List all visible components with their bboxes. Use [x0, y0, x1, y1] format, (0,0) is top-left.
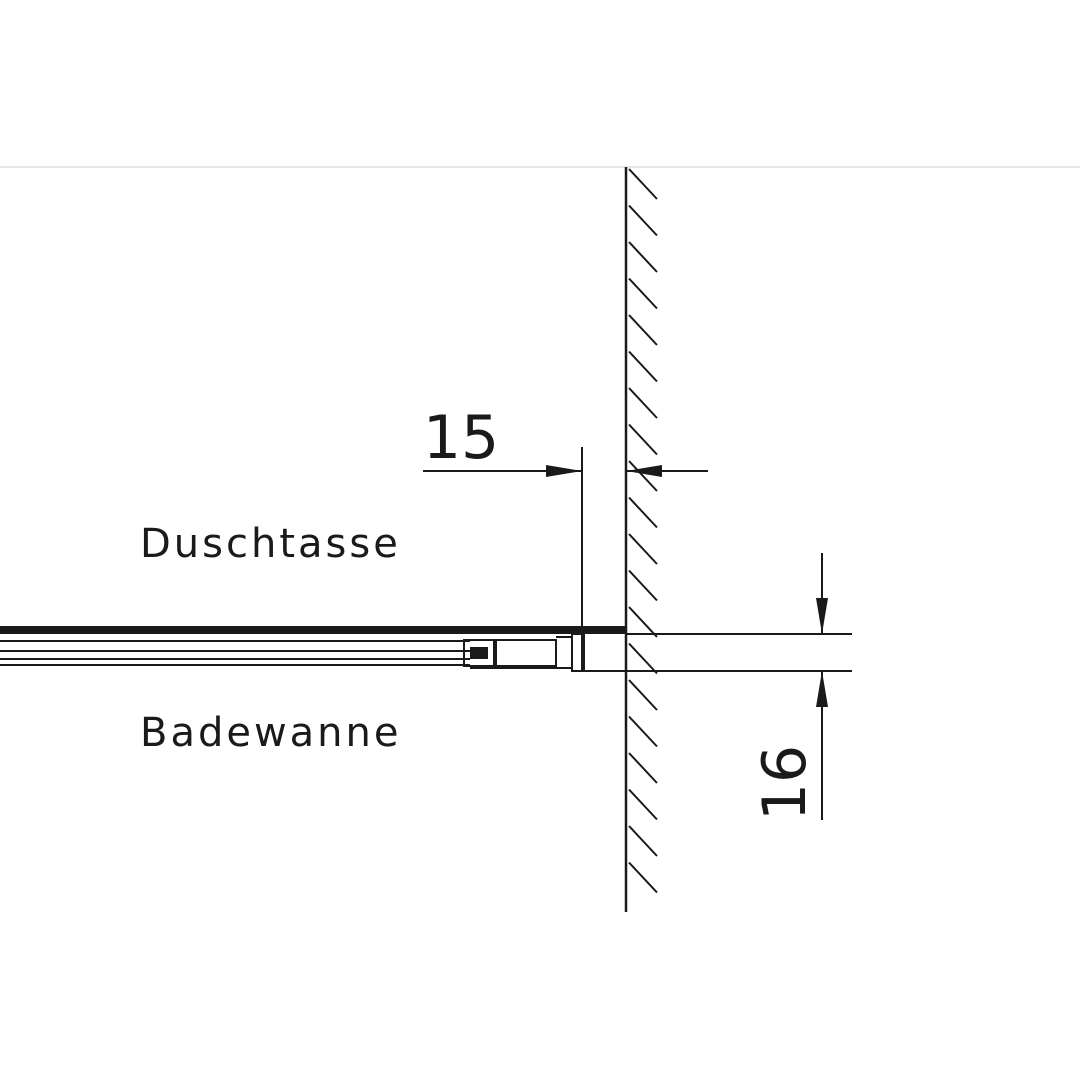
hatch-line — [628, 168, 658, 200]
dimension-16-label: 16 — [750, 745, 820, 821]
hatch-line — [628, 496, 658, 529]
dim-arrow-left — [546, 465, 582, 477]
upper-label: Duschtasse — [140, 521, 401, 567]
clamp-inner — [470, 647, 488, 659]
hatch-line — [628, 423, 658, 456]
hatch-line — [628, 533, 658, 565]
hatch-line — [628, 314, 658, 346]
horizontal-dimension: 15 — [423, 403, 708, 672]
hatch-line — [628, 861, 658, 894]
profile-body — [495, 639, 557, 667]
wall-hatching — [628, 168, 658, 894]
top-rail — [0, 626, 626, 634]
hatch-line — [628, 350, 658, 383]
dim-arrow-down — [816, 598, 828, 634]
lower-label: Badewanne — [140, 710, 402, 756]
clamp-block — [463, 639, 495, 667]
hatch-line — [628, 387, 658, 419]
hatch-line — [628, 825, 658, 857]
hatch-line — [628, 752, 658, 784]
dim-arrow-up — [816, 671, 828, 707]
wall-channel — [571, 633, 585, 672]
hatch-line — [628, 642, 658, 675]
hatch-line — [628, 204, 658, 237]
dim-arrow-right — [626, 465, 662, 477]
hatch-line — [628, 569, 658, 602]
dimension-15-label: 15 — [423, 403, 499, 473]
glass-profile — [0, 626, 626, 672]
hatch-line — [628, 241, 658, 273]
hatch-line — [628, 460, 658, 492]
vertical-dimension: 16 — [583, 553, 852, 821]
hatch-line — [628, 679, 658, 711]
hatch-line — [628, 606, 658, 638]
hatch-line — [628, 788, 658, 821]
hatch-line — [628, 277, 658, 310]
hatch-line — [628, 715, 658, 748]
